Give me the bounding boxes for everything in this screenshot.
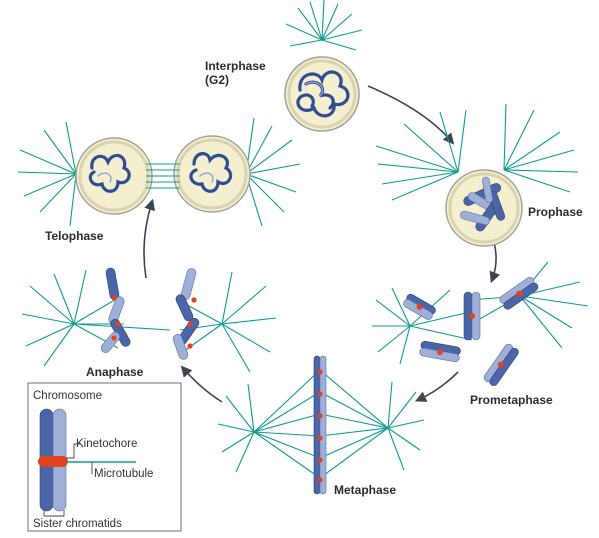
metaphase-spindle [217, 369, 425, 479]
prophase-aster-right [503, 103, 579, 193]
prometaphase-aster-right [469, 261, 589, 349]
prometaphase-stage: Prometaphase [372, 261, 589, 407]
metaphase-chromosomes [313, 355, 327, 495]
prophase-aster-left [375, 109, 467, 201]
legend-sister-chromatids-label: Sister chromatids [33, 518, 122, 530]
interphase-aster [285, 0, 363, 51]
telophase-label: Telophase [45, 229, 104, 243]
telophase-aster-right [245, 117, 301, 227]
interphase-sub-label: (G2) [205, 73, 229, 87]
telophase-stage: Telophase [17, 117, 301, 243]
legend-microtubule-label: Microtubule [94, 468, 153, 480]
prometaphase-label: Prometaphase [470, 393, 553, 407]
arrow-prometaphase-to-metaphase [414, 371, 459, 402]
prophase-cell-rim [448, 172, 520, 244]
telophase-chromatin-right [189, 152, 233, 193]
chromosome-legend: Chromosome Kinetochore Microtubule Siste… [27, 382, 182, 532]
metaphase-label: Metaphase [334, 483, 396, 497]
telophase-cell-left [75, 137, 153, 215]
legend-title: Chromosome [33, 390, 102, 402]
interphase-label: Interphase [205, 59, 266, 73]
telophase-midbody-microtubules [146, 163, 180, 189]
prophase-stage: Prophase [375, 103, 583, 247]
prophase-chromosomes [460, 176, 506, 232]
interphase-chromatin [296, 70, 350, 118]
interphase-stage: Interphase (G2) [205, 0, 363, 132]
legend-sister-chromatids-bracket [43, 510, 65, 517]
anaphase-label: Anaphase [86, 365, 144, 379]
arrow-interphase-to-prophase [367, 85, 455, 145]
telophase-cell-right-rim [176, 138, 248, 210]
prophase-label: Prophase [528, 205, 583, 219]
telophase-cell-right [173, 135, 251, 213]
anaphase-chromosomes-left [100, 267, 131, 353]
anaphase-chromosomes-right [172, 268, 200, 360]
telophase-aster-left [17, 121, 77, 227]
telophase-chromatin-left [88, 153, 131, 193]
arrow-anaphase-to-telophase [143, 198, 155, 279]
prometaphase-chromosomes [403, 276, 539, 386]
legend-kinetochore-pointer [66, 443, 80, 459]
interphase-cell-rim [287, 59, 357, 129]
anaphase-stage: Anaphase [21, 267, 277, 379]
arrow-metaphase-to-anaphase [180, 365, 223, 403]
prometaphase-aster-left [372, 287, 473, 365]
legend-kinetochore-label: Kinetochore [76, 438, 137, 450]
legend-chromosome [38, 408, 68, 512]
arrow-prophase-to-prometaphase [489, 241, 501, 284]
anaphase-spindle [21, 269, 277, 373]
cycle-arrows [143, 85, 501, 403]
metaphase-stage: Metaphase [217, 355, 425, 497]
